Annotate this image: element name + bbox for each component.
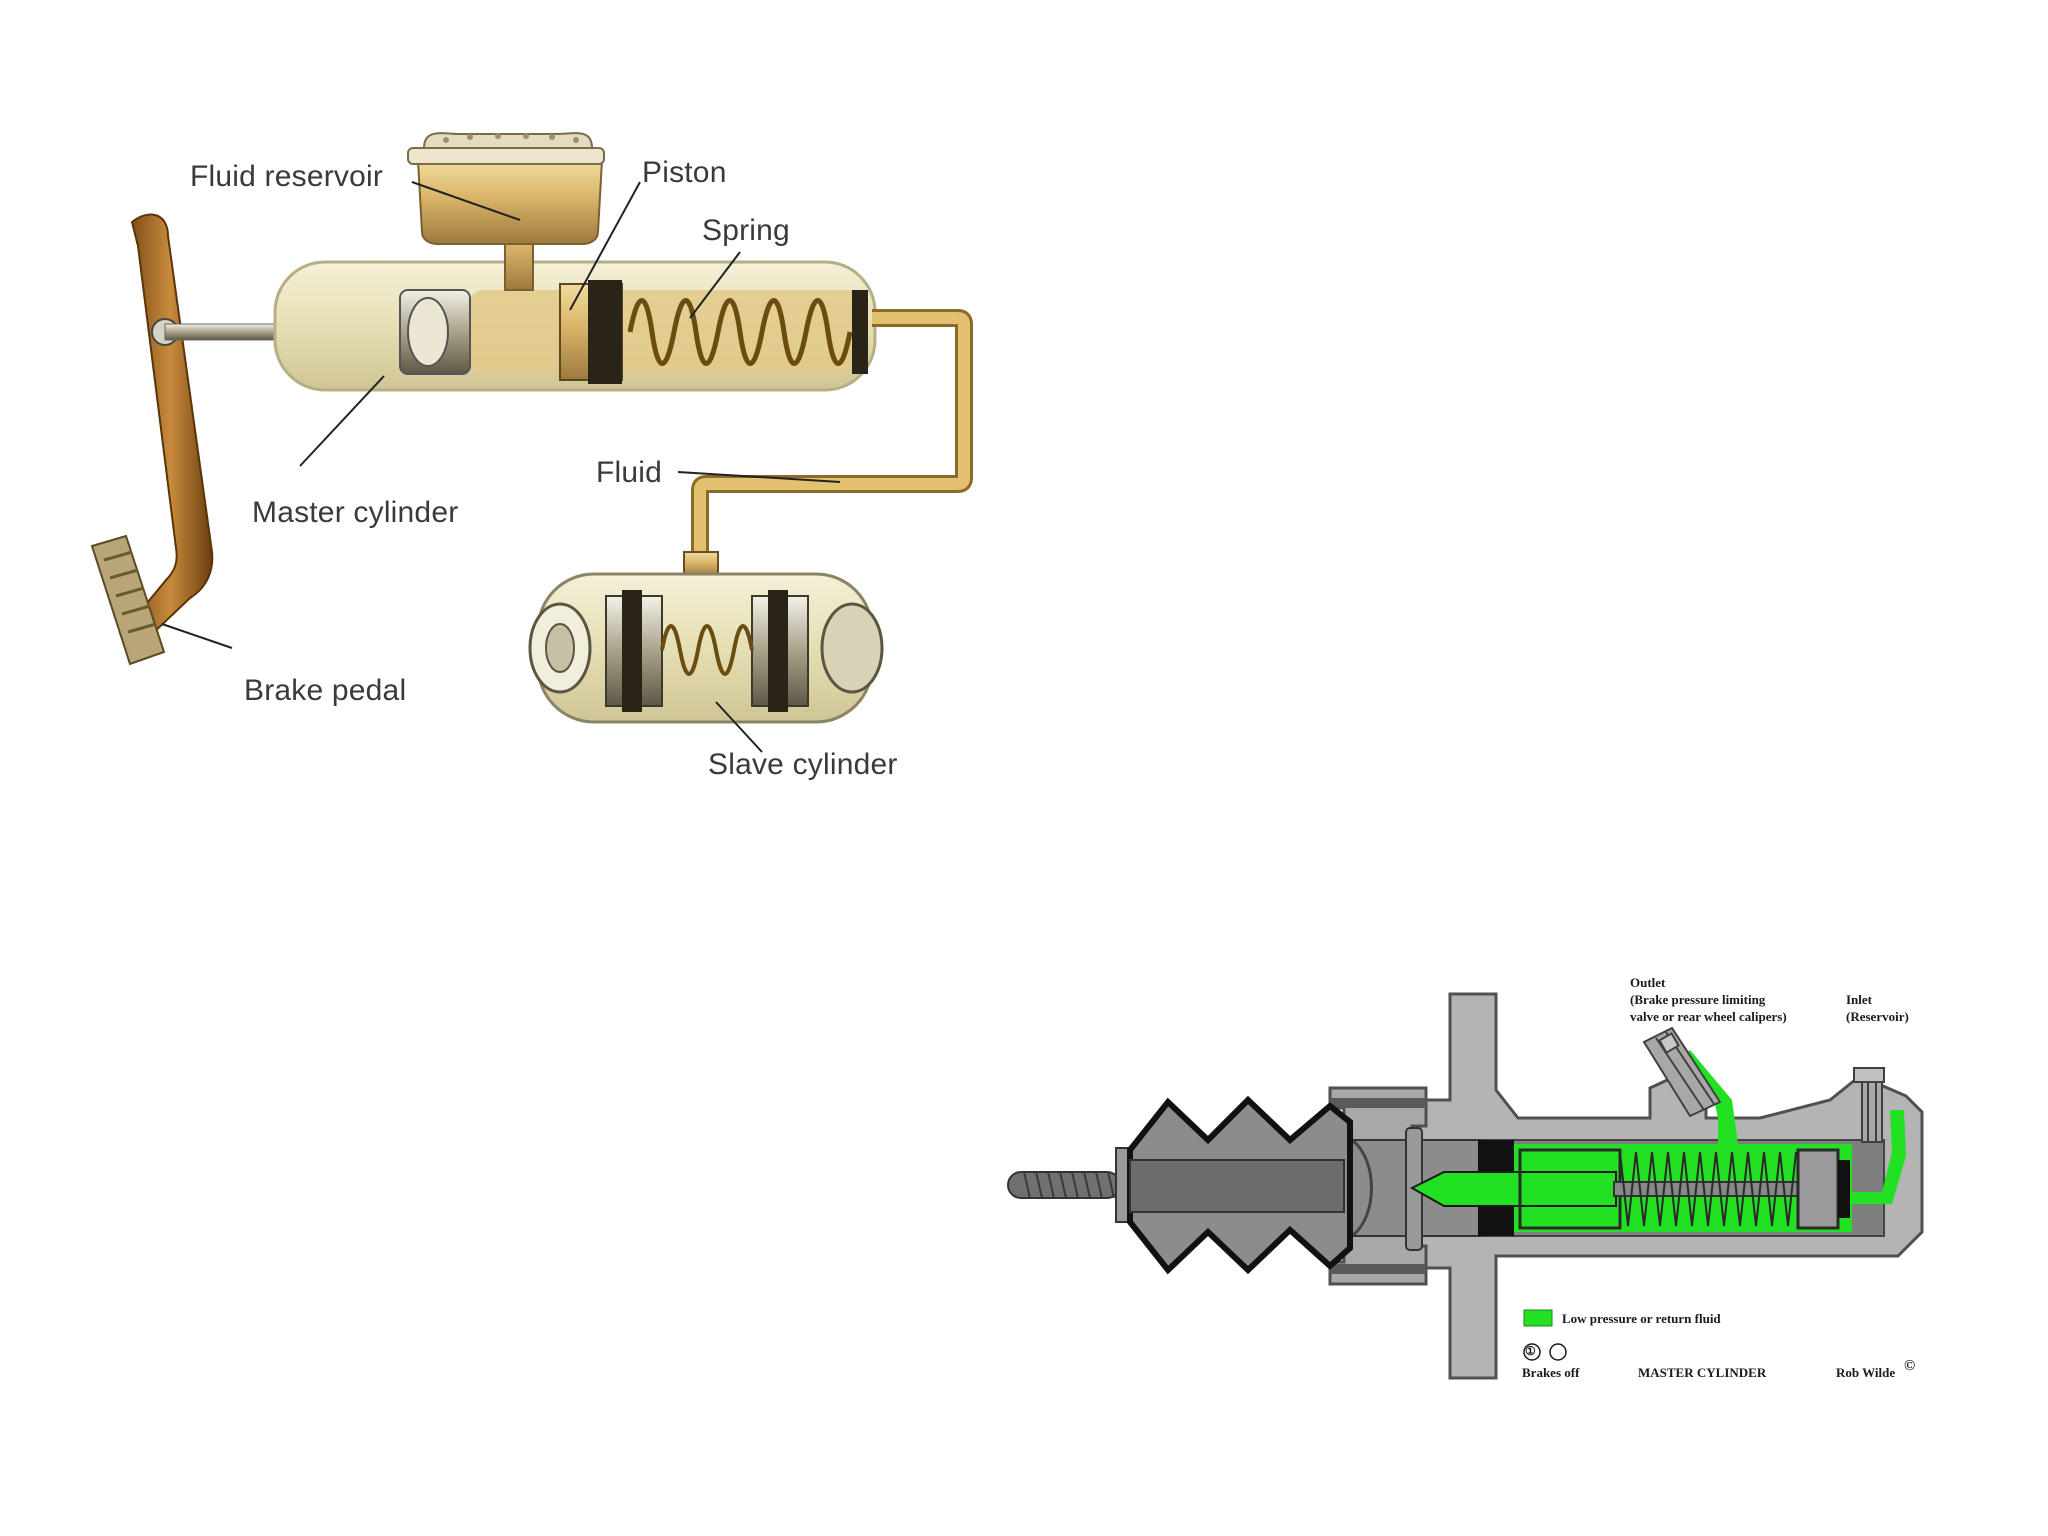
cross-push-rod — [1007, 1171, 1121, 1199]
primary-piston — [1343, 1139, 1481, 1237]
label-credit: Rob Wilde — [1836, 1365, 1896, 1380]
cylinder-collar — [1328, 1086, 1428, 1286]
label-outlet-line3: valve or rear wheel calipers) — [1630, 1009, 1787, 1024]
brake-pedal-arm — [126, 213, 214, 638]
return-spring — [1619, 1151, 1797, 1227]
label-fluid: Fluid — [596, 456, 663, 489]
leader-lines — [161, 181, 841, 753]
slave-cylinder — [528, 551, 884, 724]
boot-inner-rod — [1129, 1159, 1345, 1213]
rod-collar — [1115, 1147, 1131, 1223]
label-master-cylinder: Master cylinder — [252, 496, 459, 529]
legend-swatch-low-pressure — [1523, 1309, 1553, 1327]
piston-stop-ring — [1405, 1127, 1423, 1251]
label-slave-cylinder: Slave cylinder — [708, 748, 898, 781]
label-spring: Spring — [702, 214, 790, 247]
brake-pedal-pad — [90, 534, 166, 666]
master-spring — [627, 298, 853, 366]
label-brake-pedal: Brake pedal — [244, 674, 407, 707]
piston-cup — [1351, 1138, 1373, 1238]
copyright-symbol: © — [1904, 1358, 1916, 1374]
cylinder-end-cap — [852, 290, 868, 374]
legend-label-low-pressure: Low pressure or return fluid — [1562, 1311, 1721, 1326]
label-outlet-line1: Outlet — [1630, 975, 1666, 990]
label-piston: Piston — [642, 156, 727, 189]
piston-seal — [588, 280, 622, 384]
push-rod-thread — [1023, 1171, 1115, 1199]
dust-boot — [1127, 1095, 1353, 1275]
secondary-piston — [1796, 1148, 1840, 1230]
diagram-title: MASTER CYLINDER — [1638, 1365, 1767, 1380]
label-inlet-line1: Inlet — [1846, 992, 1872, 1007]
label-outlet-line2: (Brake pressure limiting — [1630, 992, 1766, 1007]
label-inlet-line2: (Reservoir) — [1846, 1009, 1909, 1024]
fluid-reservoir — [407, 132, 605, 291]
piston-inner-fluid — [1409, 1171, 1617, 1207]
piston-guide-rod — [1613, 1181, 1805, 1197]
hydraulic-brake-illustration — [90, 132, 973, 753]
inlet-union — [1853, 1067, 1885, 1143]
low-pressure-fluid — [1512, 1050, 1906, 1232]
collar-seal-top — [1330, 1098, 1426, 1108]
spring-seat — [1518, 1148, 1622, 1230]
fluid-line — [694, 312, 970, 560]
secondary-piston-seal — [1838, 1160, 1850, 1218]
outlet-union — [1642, 1026, 1722, 1118]
cylinder-bore — [1343, 1139, 1885, 1237]
label-fluid-reservoir: Fluid reservoir — [190, 160, 384, 193]
brakes-off-numeral: ① — [1525, 1344, 1536, 1358]
collar-seal-bottom — [1330, 1264, 1426, 1274]
primary-piston-seal — [1478, 1140, 1514, 1236]
brakes-on-icon — [1549, 1343, 1567, 1361]
label-brakes-off: Brakes off — [1522, 1365, 1580, 1380]
